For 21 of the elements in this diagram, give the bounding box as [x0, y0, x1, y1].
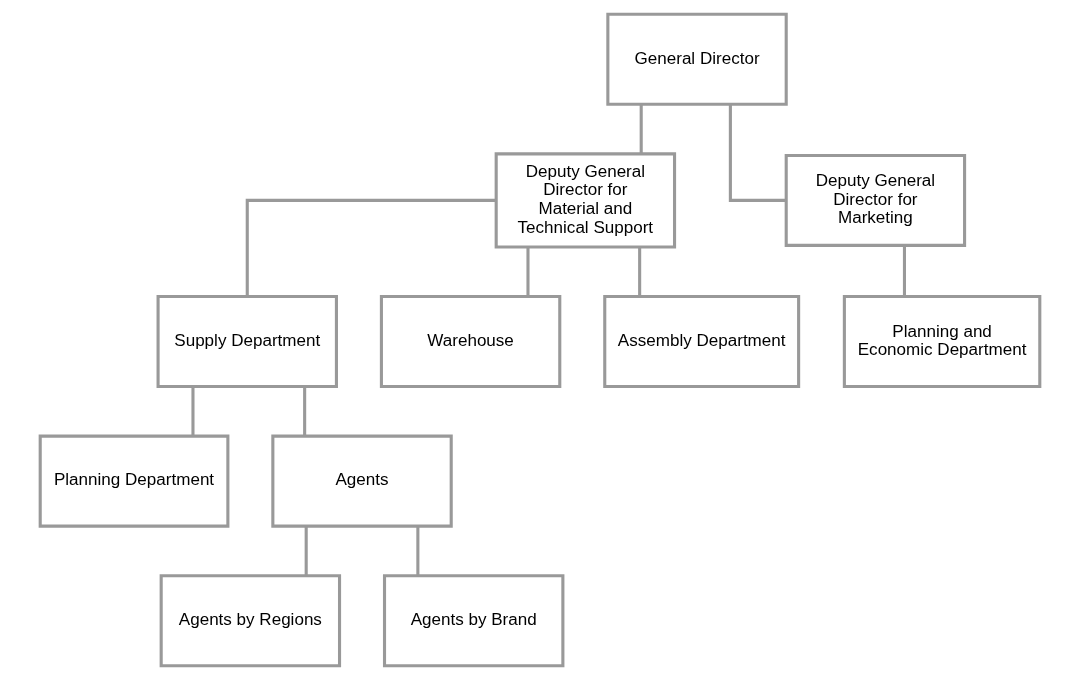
node-box: Planning Department [38, 434, 230, 528]
node-box: Agents by Regions [159, 574, 342, 668]
connector [191, 387, 195, 436]
connector [902, 245, 907, 297]
node-box: Warehouse [379, 295, 562, 389]
node-box: General Director [606, 12, 788, 106]
connector [304, 526, 308, 576]
node-box: Planning and Economic Department [842, 295, 1042, 389]
connector [728, 104, 787, 202]
node-box: Supply Department [156, 295, 338, 389]
connector [245, 198, 497, 297]
connector [526, 247, 530, 297]
node-box: Agents by Brand [382, 574, 565, 668]
connector [638, 247, 642, 297]
node-box: Assembly Department [603, 295, 801, 389]
node-box: Deputy General Director for Material and Technical Support [494, 152, 677, 249]
node-box: Agents [271, 434, 453, 528]
connector [639, 104, 643, 154]
node-box: Deputy General Director for Marketing [784, 153, 967, 247]
connector [416, 526, 420, 576]
connector [303, 387, 307, 436]
